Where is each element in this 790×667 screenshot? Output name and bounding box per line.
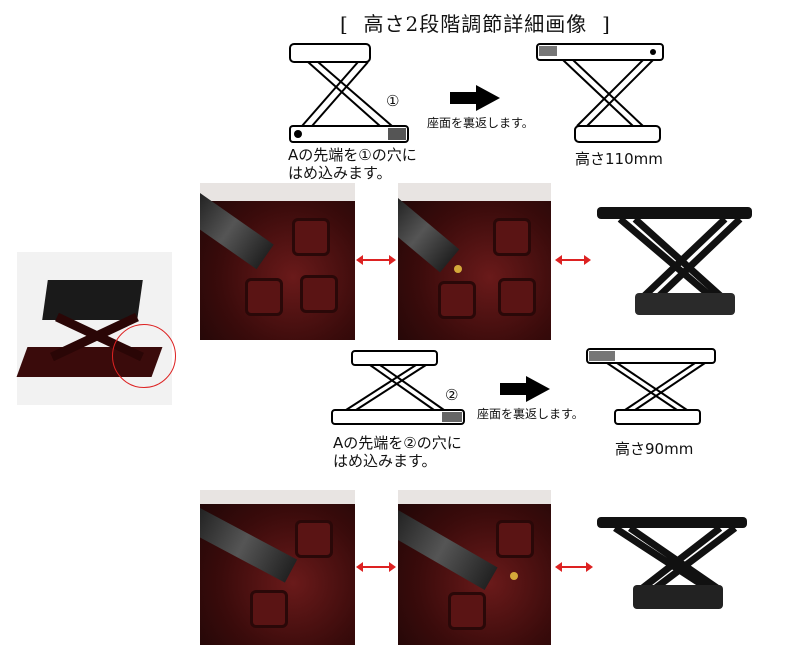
closeup-photo-2b bbox=[398, 490, 551, 645]
red-arrow-connector bbox=[555, 255, 591, 265]
instruction-1-line2: はめ込みます。 bbox=[288, 164, 392, 182]
red-arrow-connector bbox=[356, 562, 396, 572]
figure-title: [ 高さ2段階調節詳細画像 ] bbox=[340, 12, 611, 36]
instruction-2-line2: はめ込みます。 bbox=[333, 452, 437, 470]
flip-label-1: 座面を裏返します。 bbox=[427, 116, 534, 130]
flip-label-2: 座面を裏返します。 bbox=[477, 407, 584, 421]
closeup-photo-1a bbox=[200, 183, 355, 340]
scissor-diagram-before-2 bbox=[331, 350, 465, 425]
instruction-2-line1: Aの先端を②の穴に bbox=[333, 434, 462, 452]
height-label-110: 高さ110mm bbox=[575, 150, 663, 168]
instruction-1-line1: Aの先端を①の穴に bbox=[288, 146, 417, 164]
product-photo-110mm bbox=[597, 207, 752, 315]
scissor-diagram-before-1 bbox=[289, 43, 409, 143]
scissor-diagram-after-2 bbox=[586, 348, 716, 425]
product-overview-photo bbox=[16, 252, 176, 405]
red-arrow-connector bbox=[555, 562, 593, 572]
scissor-diagram-after-1 bbox=[536, 43, 664, 143]
closeup-photo-2a bbox=[200, 490, 355, 645]
product-photo-90mm bbox=[597, 517, 747, 609]
height-label-90: 高さ90mm bbox=[615, 440, 694, 458]
closeup-photo-1b bbox=[398, 183, 551, 340]
red-arrow-connector bbox=[356, 255, 396, 265]
hole-marker-2: ② bbox=[445, 386, 459, 404]
flip-arrow-icon bbox=[450, 85, 500, 111]
flip-arrow-icon bbox=[500, 376, 550, 402]
hole-marker-1: ① bbox=[386, 92, 400, 110]
